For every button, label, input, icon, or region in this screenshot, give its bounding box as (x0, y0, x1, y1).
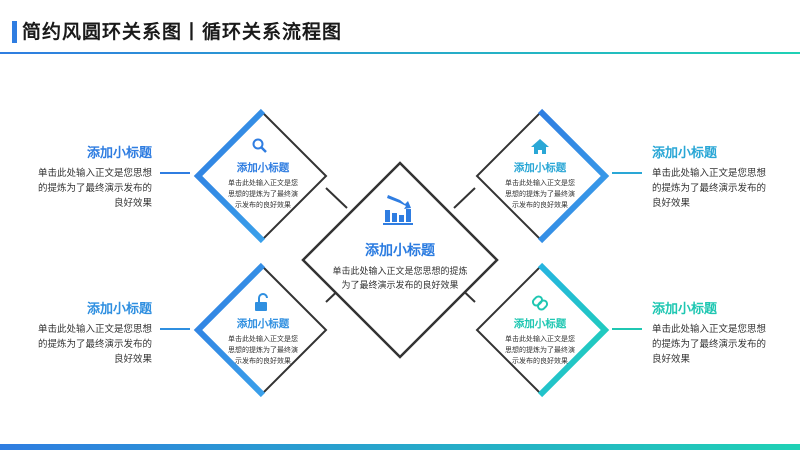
node-body-bottom-left: 单击此处输入正文是您思想的提炼为了最终演示发布的良好效果 (228, 335, 298, 365)
link-icon (531, 295, 549, 311)
side-block-bottom-right: 添加小标题 单击此处输入正文是您思想的提炼为了最终演示发布的良好效果 (652, 298, 772, 367)
diamond-top-left (193, 108, 328, 244)
diamond-top-right (475, 108, 610, 244)
title-accent-bar (12, 21, 17, 43)
search-icon (252, 138, 267, 153)
diamond-bottom-left (193, 262, 328, 398)
center-body: 单击此处输入正文是您思想的提炼为了最终演示发布的良好效果 (332, 267, 468, 291)
diamond-bottom-right (475, 262, 610, 398)
unlock-icon (255, 293, 268, 311)
footer-divider (0, 444, 800, 450)
node-text-bottom-left: 添加小标题 单击此处输入正文是您思想的提炼为了最终演示发布的良好效果 (225, 316, 301, 367)
side-block-bottom-left: 添加小标题 单击此处输入正文是您思想的提炼为了最终演示发布的良好效果 (32, 298, 152, 367)
node-text-top-left: 添加小标题 单击此处输入正文是您思想的提炼为了最终演示发布的良好效果 (225, 160, 301, 211)
node-title-bottom-left: 添加小标题 (236, 318, 290, 330)
side-body-top-right: 单击此处输入正文是您思想的提炼为了最终演示发布的良好效果 (652, 168, 767, 209)
center-text: 添加小标题 单击此处输入正文是您思想的提炼为了最终演示发布的良好效果 (330, 240, 470, 293)
side-connectors (160, 172, 642, 330)
side-body-top-left: 单击此处输入正文是您思想的提炼为了最终演示发布的良好效果 (37, 168, 152, 209)
side-block-top-left: 添加小标题 单击此处输入正文是您思想的提炼为了最终演示发布的良好效果 (32, 142, 152, 211)
node-title-bottom-right: 添加小标题 (513, 318, 567, 330)
header-divider (0, 52, 800, 54)
side-title-bottom-left: 添加小标题 (86, 302, 152, 317)
node-body-top-right: 单击此处输入正文是您思想的提炼为了最终演示发布的良好效果 (505, 179, 575, 209)
center-title: 添加小标题 (365, 243, 435, 259)
center-diamond (301, 161, 499, 359)
side-body-bottom-left: 单击此处输入正文是您思想的提炼为了最终演示发布的良好效果 (37, 324, 152, 365)
side-title-bottom-right: 添加小标题 (652, 302, 718, 317)
side-title-top-right: 添加小标题 (652, 146, 718, 161)
side-title-top-left: 添加小标题 (86, 146, 152, 161)
node-title-top-right: 添加小标题 (513, 162, 567, 174)
node-text-bottom-right: 添加小标题 单击此处输入正文是您思想的提炼为了最终演示发布的良好效果 (502, 316, 578, 367)
node-body-top-left: 单击此处输入正文是您思想的提炼为了最终演示发布的良好效果 (228, 179, 298, 209)
node-body-bottom-right: 单击此处输入正文是您思想的提炼为了最终演示发布的良好效果 (505, 335, 575, 365)
connector-top-left (325, 187, 348, 209)
side-body-bottom-right: 单击此处输入正文是您思想的提炼为了最终演示发布的良好效果 (652, 324, 767, 365)
home-icon (531, 139, 549, 154)
bar-chart-down-icon (383, 195, 413, 225)
page-title: 简约风圆环关系图丨循环关系流程图 (22, 21, 343, 43)
node-title-top-left: 添加小标题 (236, 162, 290, 174)
connector-top-right (453, 187, 476, 209)
side-block-top-right: 添加小标题 单击此处输入正文是您思想的提炼为了最终演示发布的良好效果 (652, 142, 772, 211)
node-text-top-right: 添加小标题 单击此处输入正文是您思想的提炼为了最终演示发布的良好效果 (502, 160, 578, 211)
